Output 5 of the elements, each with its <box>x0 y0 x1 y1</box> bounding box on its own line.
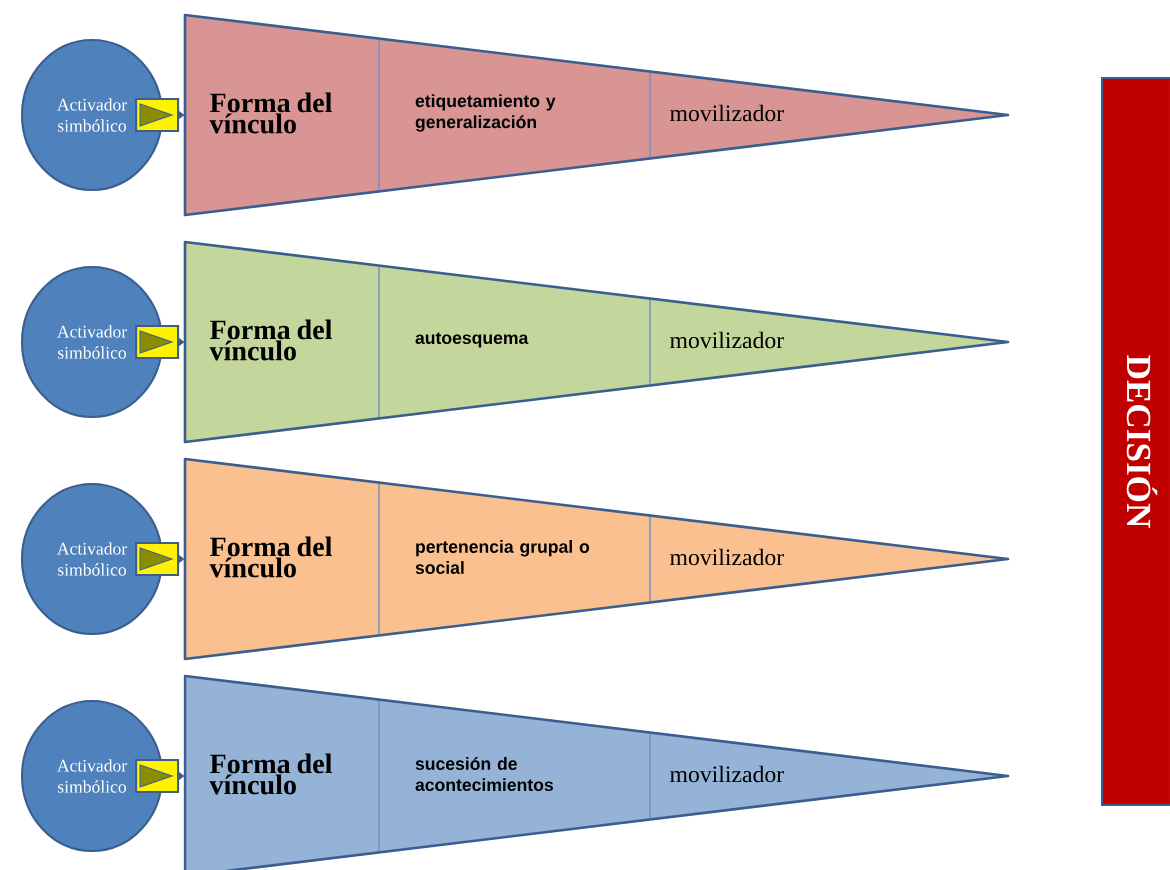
pennant-wedge: Forma del vínculo sucesión de acontecimientos movilizador <box>183 674 1010 870</box>
pennant-wedge: Forma del vínculo etiquetamiento y generalización movilizador <box>183 13 1010 217</box>
pennant-wedge: Forma del vínculo pertenencia grupal o social movilizador <box>183 457 1010 661</box>
decision-bar: DECISIÓN <box>1100 76 1170 807</box>
pennant-wedge: Forma del vínculo autoesquema movilizador <box>183 240 1010 444</box>
